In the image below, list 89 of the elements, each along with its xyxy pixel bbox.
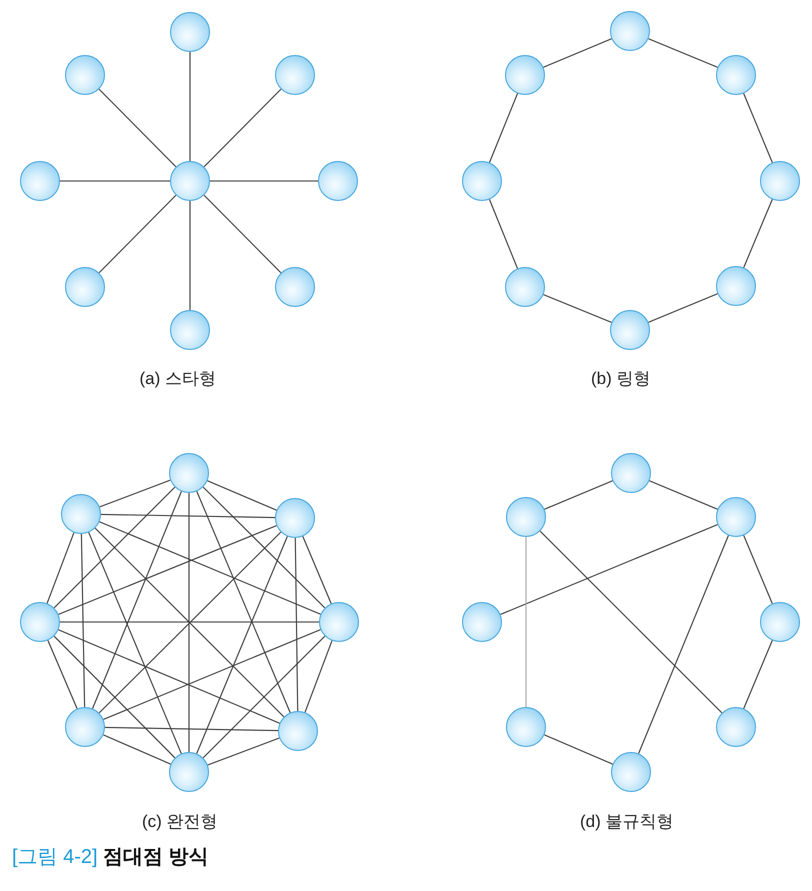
link-line xyxy=(88,532,182,754)
node-circle xyxy=(760,161,800,201)
node-circle xyxy=(65,707,105,747)
node-circle xyxy=(716,707,756,747)
link-line xyxy=(54,486,176,608)
node-circle xyxy=(20,161,60,201)
link-line xyxy=(648,38,718,68)
link-line xyxy=(743,640,773,709)
link-line xyxy=(54,636,176,758)
node-circle xyxy=(462,602,502,642)
link-line xyxy=(302,536,332,604)
node-circle xyxy=(61,494,101,534)
link-line xyxy=(743,535,773,604)
link-line xyxy=(638,535,729,754)
link-line xyxy=(98,88,176,168)
panel-label: (d) 불규칙형 xyxy=(580,812,674,832)
node-circle xyxy=(610,11,650,51)
link-line xyxy=(489,93,518,163)
link-line xyxy=(489,199,518,269)
node-circle xyxy=(20,602,60,642)
link-line xyxy=(544,480,613,510)
node-circle xyxy=(716,497,756,537)
node-circle xyxy=(65,55,105,95)
link-line xyxy=(92,491,182,709)
node-circle xyxy=(611,453,651,493)
link-line xyxy=(196,491,291,713)
link-line xyxy=(543,38,612,68)
link-line xyxy=(543,294,612,323)
node-circle xyxy=(170,310,210,350)
link-line xyxy=(46,532,74,604)
link-line xyxy=(100,514,276,518)
link-line xyxy=(104,726,278,732)
node-circle xyxy=(611,752,651,792)
link-line xyxy=(98,194,176,274)
link-line xyxy=(80,534,86,708)
node-circle xyxy=(716,266,756,306)
link-line xyxy=(189,52,191,161)
panel-label: (b) 링형 xyxy=(591,370,650,388)
node-circle xyxy=(319,602,359,642)
link-line xyxy=(648,293,718,323)
link-line xyxy=(204,88,282,168)
link-line xyxy=(294,538,298,711)
link-line xyxy=(743,93,773,163)
link-line xyxy=(60,180,170,182)
node-circle xyxy=(505,267,545,307)
node-circle xyxy=(169,453,209,493)
node-circle xyxy=(318,161,358,201)
panel-label: (a) 스타형 xyxy=(140,370,216,388)
node-circle xyxy=(170,12,210,52)
link-line xyxy=(196,536,288,754)
link-line xyxy=(525,537,527,707)
node-circle xyxy=(760,602,800,642)
node-circle xyxy=(275,267,315,307)
node-circle xyxy=(610,310,650,350)
link-line xyxy=(58,629,280,724)
node-circle xyxy=(169,752,209,792)
link-line xyxy=(208,737,280,766)
link-line xyxy=(210,180,318,182)
node-circle xyxy=(716,55,756,95)
link-line xyxy=(204,194,282,274)
link-line xyxy=(544,734,613,765)
link-line xyxy=(189,201,191,310)
node-circle xyxy=(278,711,318,751)
link-line xyxy=(47,640,78,709)
node-circle xyxy=(462,161,502,201)
node-circle xyxy=(506,707,546,747)
figure-caption: [그림 4-2] 점대점 방식 xyxy=(12,846,209,868)
node-circle xyxy=(506,497,546,537)
node-circle xyxy=(65,267,105,307)
node-circle xyxy=(170,161,210,201)
link-line xyxy=(58,525,277,615)
link-line xyxy=(99,521,321,615)
link-line xyxy=(188,493,190,752)
link-line xyxy=(103,629,321,720)
node-circle xyxy=(505,55,545,95)
link-line xyxy=(202,486,326,608)
link-line xyxy=(100,480,170,508)
link-line xyxy=(540,530,722,714)
link-line xyxy=(649,480,718,510)
panel-label: (c) 완전형 xyxy=(142,812,218,832)
link-line xyxy=(103,734,171,765)
node-circle xyxy=(275,55,315,95)
link-line xyxy=(207,480,277,511)
link-line xyxy=(60,621,319,623)
link-line xyxy=(743,199,773,268)
link-line xyxy=(304,640,333,712)
node-circle xyxy=(275,498,315,538)
link-line xyxy=(500,524,718,615)
link-line xyxy=(202,636,326,758)
